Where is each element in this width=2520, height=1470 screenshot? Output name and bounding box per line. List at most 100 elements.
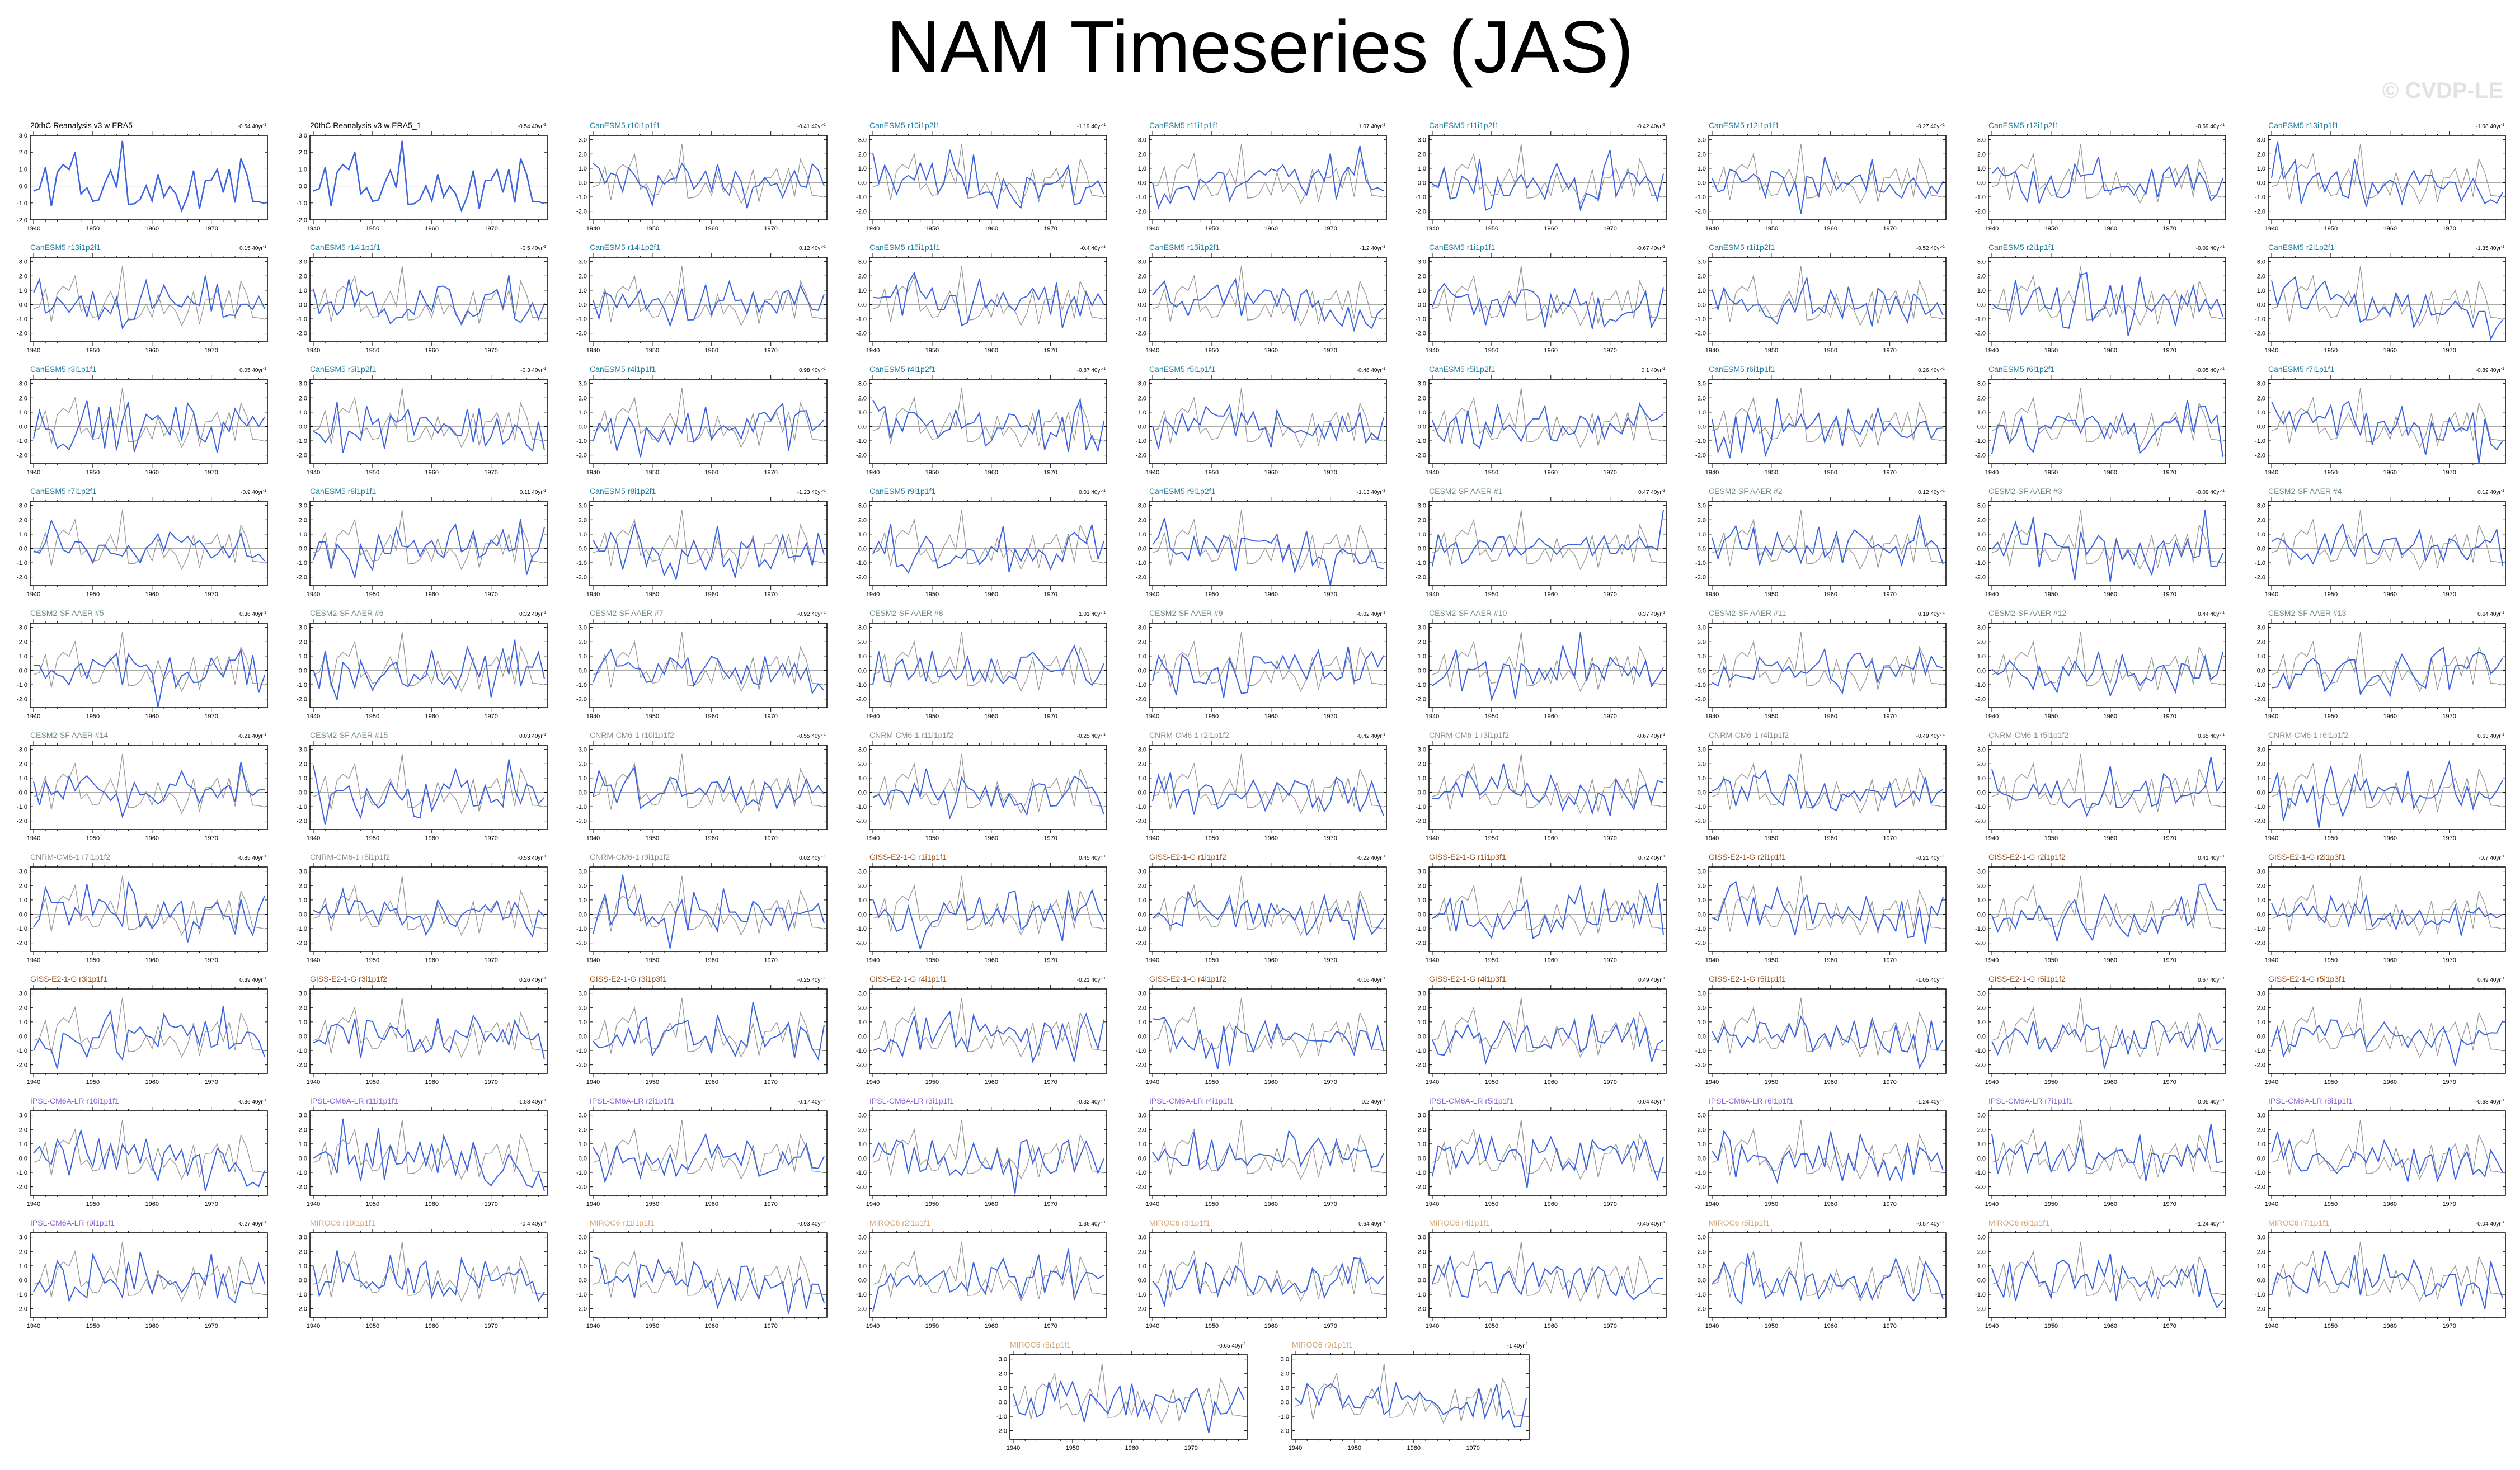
- trend-unit: 40yr: [252, 733, 263, 739]
- trend-unit: 40yr: [2490, 611, 2501, 618]
- y-tick-label: -2.0: [1695, 331, 1706, 337]
- trend-label: -0.46 40yr-1: [1357, 367, 1385, 374]
- x-tick-label: 1970: [484, 713, 497, 720]
- x-tick-label: 1940: [2265, 835, 2278, 842]
- panel-title: GISS-E2-1-G r4i1p1f1: [869, 974, 947, 983]
- y-tick-label: -2.0: [1416, 1062, 1426, 1069]
- trend-value: 0.1: [1642, 368, 1649, 374]
- y-tick-label: -2.0: [1416, 453, 1426, 459]
- trend-unit-exponent: -1: [543, 245, 546, 249]
- model-series-line: [1991, 510, 2223, 582]
- y-tick-label: 2.0: [1977, 517, 1986, 524]
- model-series-line: [1991, 400, 2223, 457]
- trend-label: -0.25 40yr-1: [797, 977, 826, 983]
- trend-label: -0.22 40yr-1: [1357, 855, 1385, 861]
- plot-frame: [309, 623, 548, 708]
- trend-value: 0.12: [799, 246, 810, 252]
- x-tick-label: 1960: [985, 713, 998, 720]
- panel-title: CanESM5 r9i1p1f1: [869, 487, 936, 496]
- y-tick-label: 0.0: [1138, 423, 1146, 430]
- trend-value: -0.85: [238, 855, 251, 861]
- y-tick-label: -2.0: [297, 574, 307, 581]
- trend-unit: 40yr: [811, 124, 822, 130]
- y-tick-label: 3.0: [299, 381, 307, 388]
- y-tick-label: 3.0: [1977, 625, 1986, 632]
- x-tick-label: 1940: [1426, 835, 1439, 842]
- y-tick-label: 2.0: [1418, 1005, 1426, 1011]
- trend-unit: 40yr: [252, 124, 263, 130]
- y-tick-label: -1.0: [576, 316, 587, 323]
- trend-unit-exponent: -1: [1382, 245, 1385, 249]
- x-tick-label: 1950: [1485, 835, 1498, 842]
- y-tick-label: -1.0: [856, 804, 867, 811]
- x-tick-label: 1950: [1765, 957, 1778, 964]
- y-tick-label: 3.0: [858, 991, 867, 997]
- observed-series-line: [33, 753, 265, 814]
- x-tick-label: 1960: [2383, 347, 2397, 354]
- y-tick-label: -1.0: [17, 804, 27, 811]
- x-tick-label: 1940: [1705, 225, 1719, 232]
- y-tick-label: 2.0: [579, 639, 587, 646]
- x-tick-label: 1950: [646, 957, 659, 964]
- trend-label: -0.54 40yr-1: [238, 123, 266, 130]
- y-tick-label: 1.0: [858, 531, 867, 538]
- panel-title: CanESM5 r3i1p2f1: [310, 365, 377, 374]
- y-tick-label: -2.0: [17, 1062, 27, 1069]
- trend-value: -0.3: [520, 368, 530, 374]
- trend-label: 0.32 40yr-1: [519, 611, 546, 618]
- x-tick-label: 1970: [1883, 347, 1896, 354]
- y-tick-label: 3.0: [858, 869, 867, 875]
- x-tick-label: 1940: [2265, 957, 2278, 964]
- observed-series-line: [1991, 388, 2223, 449]
- x-tick-label: 1970: [764, 835, 777, 842]
- plot-frame: [589, 379, 828, 464]
- trend-label: 0.41 40yr-1: [2198, 855, 2225, 861]
- x-tick-label: 1950: [1485, 957, 1498, 964]
- plot-frame: [30, 135, 268, 220]
- x-tick-label: 1970: [764, 713, 777, 720]
- x-tick-label: 1940: [1985, 713, 1999, 720]
- y-tick-label: 3.0: [299, 625, 307, 632]
- trend-value: -1.35: [2476, 246, 2489, 252]
- y-tick-label: 0.0: [19, 667, 27, 674]
- x-tick-label: 1960: [2104, 835, 2117, 842]
- y-tick-label: -2.0: [1416, 574, 1426, 581]
- x-tick-label: 1960: [145, 225, 159, 232]
- y-tick-label: 2.0: [858, 395, 867, 402]
- trend-unit: 40yr: [811, 611, 822, 618]
- trend-unit-exponent: -1: [822, 245, 826, 249]
- y-tick-label: 2.0: [858, 1005, 867, 1011]
- plot-frame: [1149, 257, 1387, 342]
- observed-series-line: [1712, 388, 1944, 449]
- y-tick-label: 1.0: [1418, 653, 1426, 660]
- y-tick-label: -1.0: [1416, 560, 1426, 567]
- y-tick-label: -2.0: [17, 940, 27, 947]
- x-tick-label: 1940: [866, 713, 880, 720]
- x-tick-label: 1950: [925, 713, 939, 720]
- model-series-line: [1152, 277, 1384, 332]
- panel-title: CanESM5 r2i1p1f1: [1988, 243, 2055, 252]
- model-series-line: [872, 397, 1104, 453]
- y-tick-label: 2.0: [1138, 639, 1146, 646]
- x-tick-label: 1940: [1426, 713, 1439, 720]
- y-tick-label: 3.0: [579, 137, 587, 144]
- observed-series-line: [593, 753, 825, 814]
- y-tick-label: 3.0: [299, 259, 307, 266]
- trend-unit: 40yr: [2490, 733, 2501, 739]
- y-tick-label: 3.0: [19, 991, 27, 997]
- trend-unit-exponent: -1: [543, 855, 546, 859]
- plot-frame: [1428, 257, 1667, 342]
- x-tick-label: 1950: [646, 835, 659, 842]
- y-tick-label: -1.0: [1975, 804, 1986, 811]
- y-tick-label: -2.0: [297, 453, 307, 459]
- x-tick-label: 1970: [2162, 713, 2176, 720]
- model-series-line: [872, 644, 1104, 686]
- x-tick-label: 1960: [2383, 469, 2397, 476]
- y-tick-label: 3.0: [1418, 869, 1426, 875]
- x-tick-label: 1950: [2044, 835, 2058, 842]
